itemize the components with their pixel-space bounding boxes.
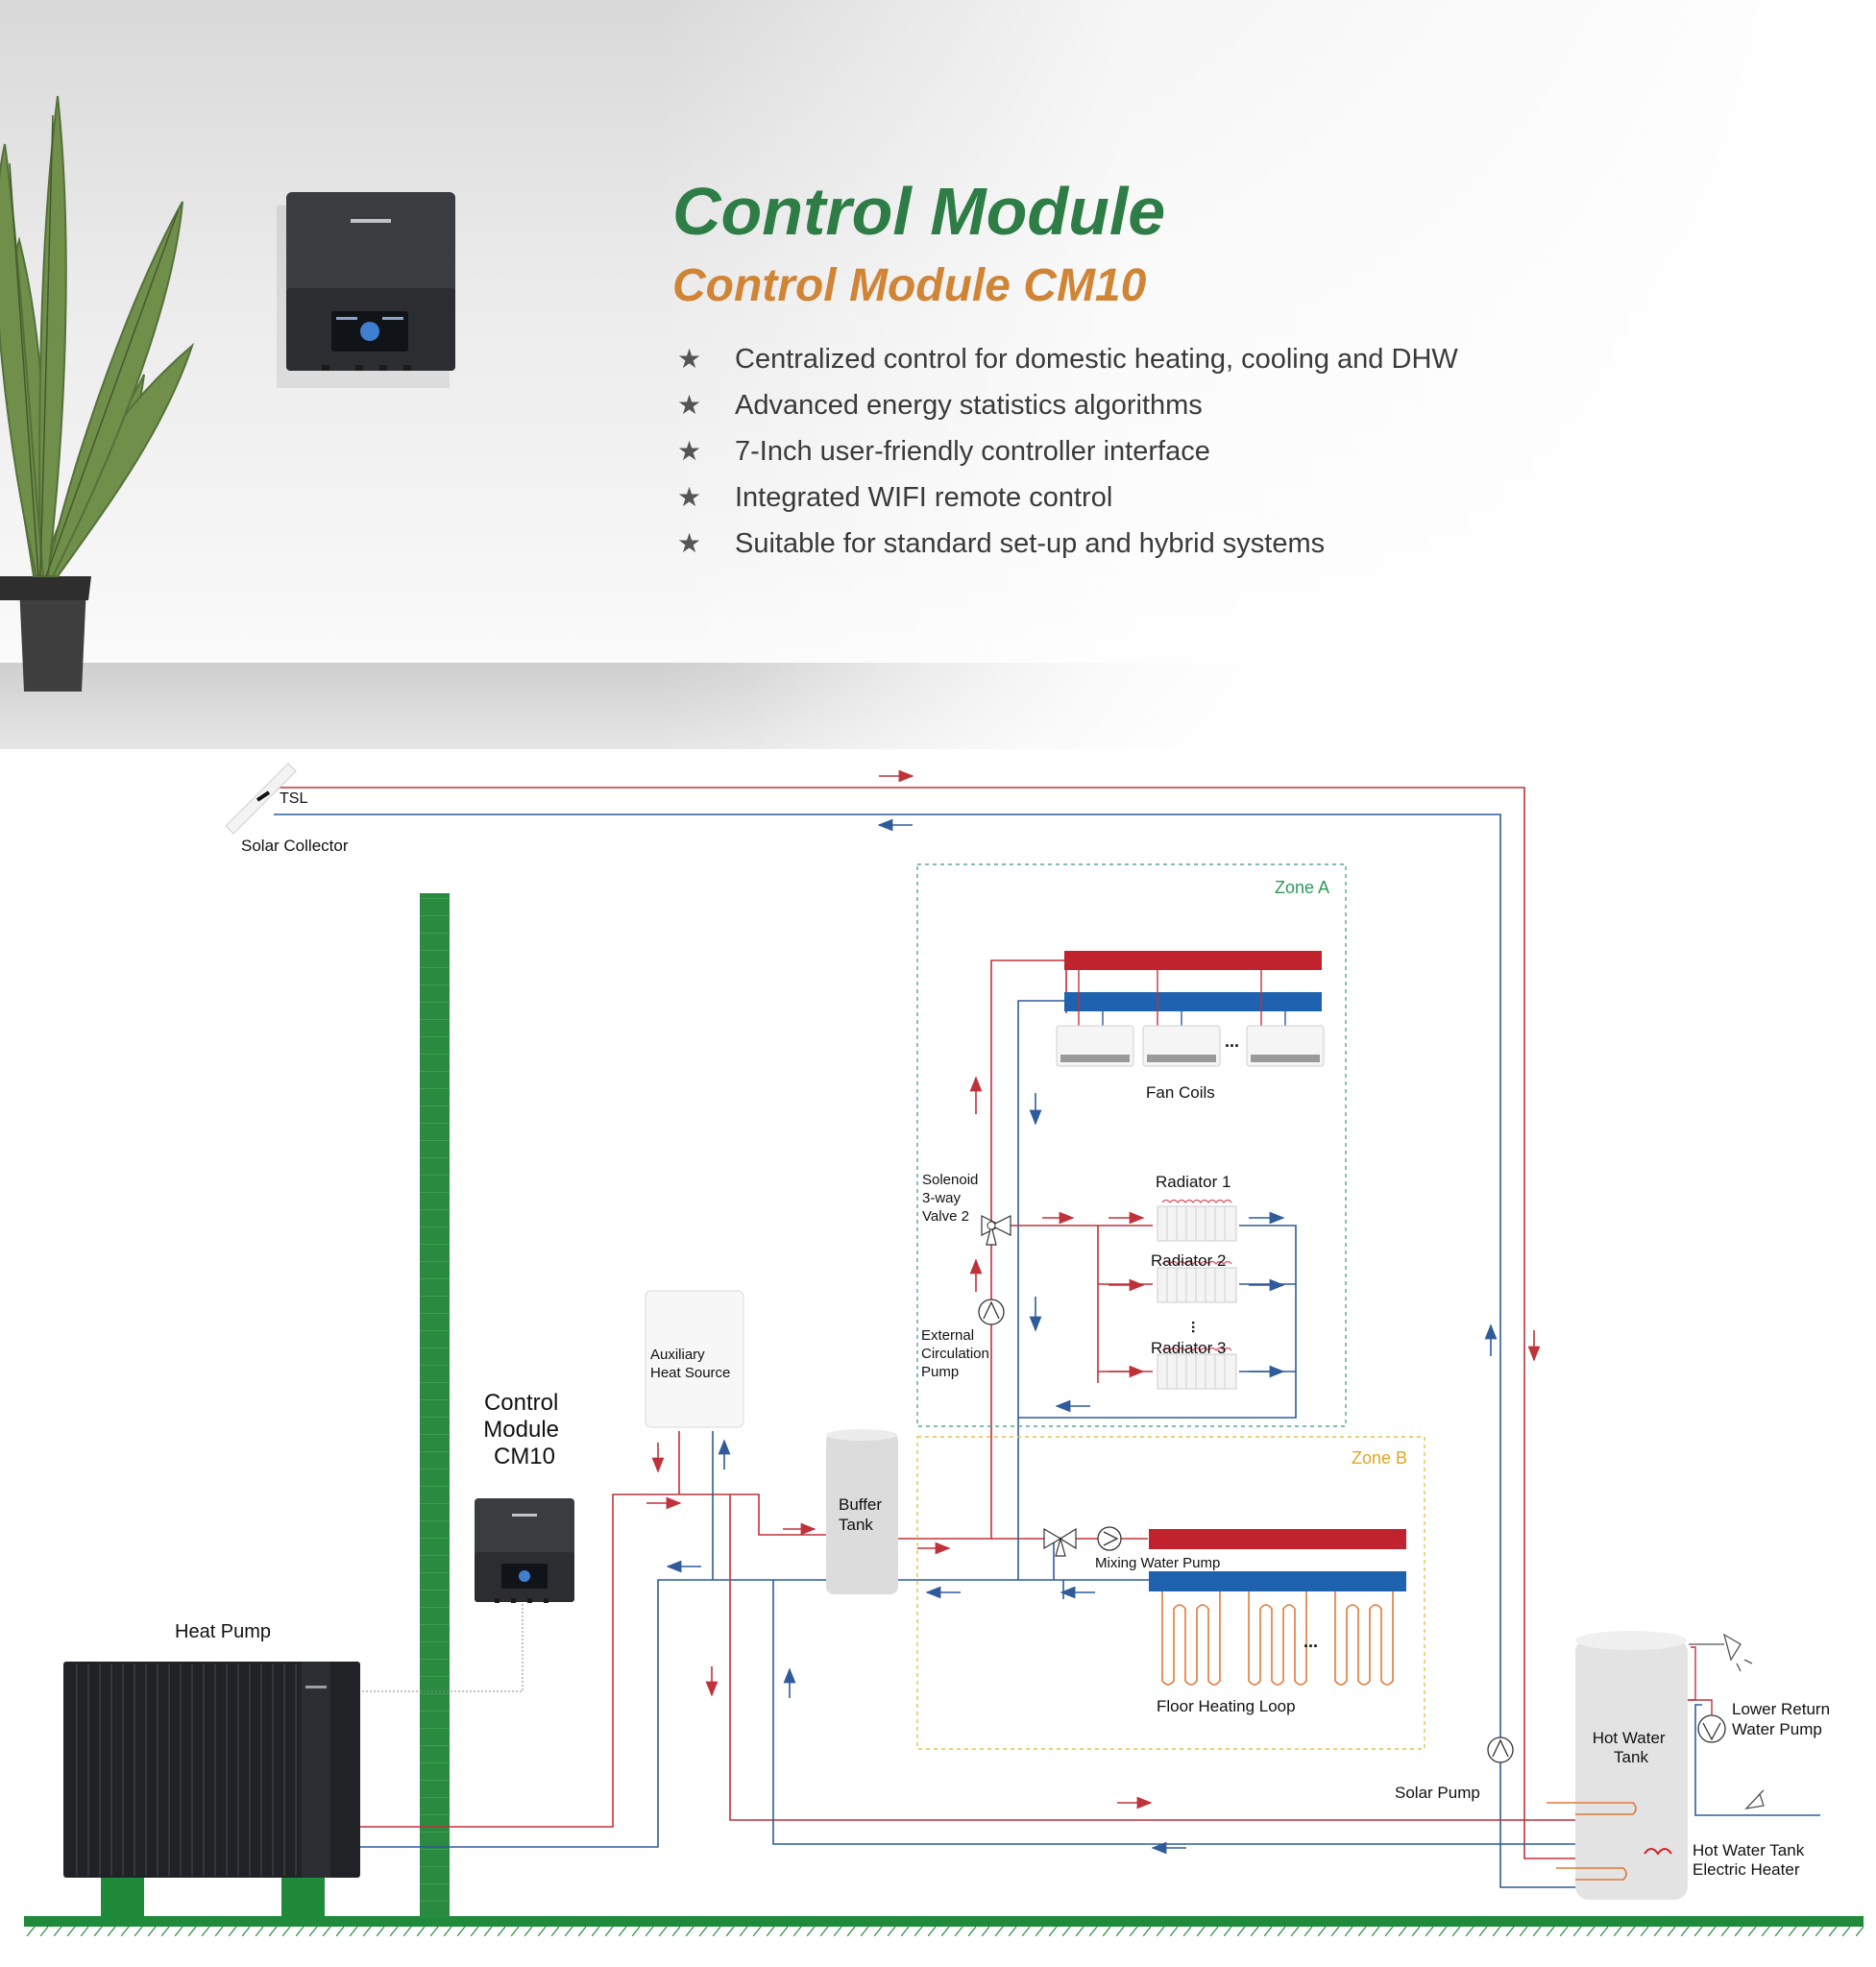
fan-coil-ellipsis: ... (1225, 1032, 1239, 1051)
external-pump-label: External Circulation Pump (921, 1327, 993, 1380)
solar-pump-label: Solar Pump (1395, 1784, 1480, 1802)
feature-list: ★Centralized control for domestic heatin… (677, 336, 1458, 567)
floor-ellipsis: ... (1303, 1632, 1318, 1651)
floor-supply-manifold (1149, 1529, 1406, 1549)
mixing-pump-icon (1097, 1526, 1122, 1551)
fan-coil-unit (1142, 1025, 1221, 1067)
wall (420, 893, 450, 1918)
control-module-device (475, 1498, 574, 1603)
page-subtitle: Control Module CM10 (672, 260, 1147, 311)
electric-heater-icon (1644, 1848, 1672, 1856)
tsl-label: TSL (280, 790, 307, 807)
hot-water-tank-label: Hot Water Tank (1593, 1729, 1670, 1766)
fan-coil-unit (1056, 1025, 1134, 1067)
fan-coil-supply-manifold (1064, 951, 1322, 970)
fan-coil-return-manifold (1064, 992, 1322, 1011)
buffer-tank (826, 1429, 898, 1594)
zone-a-box (916, 863, 1347, 1427)
zone-b-box (916, 1436, 1425, 1750)
star-icon: ★ (677, 482, 702, 512)
radiator-2-label: Radiator 2 (1151, 1251, 1226, 1270)
shower-icon (1689, 1633, 1753, 1672)
radiator-ellipsis: ... (1188, 1321, 1205, 1333)
tap-icon (1744, 1789, 1765, 1809)
star-icon: ★ (677, 436, 702, 466)
ground (24, 1916, 1864, 1938)
auxiliary-heat-label: Auxiliary Heat Source (650, 1347, 730, 1381)
control-module-label: Control Module CM10 (483, 1390, 565, 1469)
fan-coil-unit (1246, 1025, 1325, 1067)
fan-coils-label: Fan Coils (1146, 1083, 1215, 1102)
auxiliary-heat-source (645, 1290, 744, 1428)
solenoid-valve-icon (981, 1215, 1011, 1246)
star-icon: ★ (677, 344, 702, 374)
heat-pump-unit (63, 1662, 360, 1916)
hot-water-tank (1547, 1631, 1688, 1900)
solar-collector-icon (225, 763, 297, 835)
floor-heating-coils (1161, 1591, 1394, 1686)
page-title: Control Module (672, 174, 1166, 249)
radiator-3-label: Radiator 3 (1151, 1339, 1226, 1357)
solar-pump-icon (1487, 1736, 1514, 1763)
feature-item: ★Centralized control for domestic heatin… (677, 336, 1458, 382)
hero-banner: Control Module Control Module CM10 ★Cent… (0, 0, 1876, 749)
radiator-1-label: Radiator 1 (1156, 1173, 1230, 1191)
fan-coil-units (1056, 1025, 1325, 1067)
mixing-pump-label: Mixing Water Pump (1095, 1555, 1220, 1571)
buffer-tank-label: Buffer Tank (839, 1495, 887, 1534)
flow-arrows (646, 769, 1541, 1855)
hero-illustration (0, 95, 455, 692)
feature-item: ★Advanced energy statistics algorithms (677, 382, 1458, 428)
feature-item: ★Suitable for standard set-up and hybrid… (677, 521, 1458, 567)
star-icon: ★ (677, 390, 702, 420)
feature-item: ★7-Inch user-friendly controller interfa… (677, 428, 1458, 474)
floor-heating-label: Floor Heating Loop (1157, 1697, 1296, 1715)
heat-pump-label: Heat Pump (175, 1621, 271, 1642)
mixing-valve-icon (1043, 1527, 1077, 1557)
radiator-1 (1157, 1199, 1237, 1242)
feature-item: ★Integrated WIFI remote control (677, 474, 1458, 521)
external-pump-icon (978, 1299, 1005, 1325)
radiator-2 (1157, 1260, 1237, 1303)
lower-return-pump-label: Lower Return Water Pump (1732, 1700, 1835, 1738)
plant-image (0, 95, 195, 692)
star-icon: ★ (677, 528, 702, 558)
system-diagram: TSL Solar Collector Zone A ... Fan Coils (24, 763, 1864, 1938)
solenoid-valve-label: Solenoid 3-way Valve 2 (922, 1172, 983, 1225)
radiators (1157, 1199, 1237, 1390)
electric-heater-label: Hot Water Tank Electric Heater (1693, 1841, 1809, 1879)
zone-a-label: Zone A (1275, 878, 1329, 897)
floor-return-manifold (1149, 1571, 1406, 1591)
control-module-device-image (277, 192, 455, 388)
zone-b-label: Zone B (1352, 1448, 1407, 1468)
solar-collector-label: Solar Collector (241, 837, 349, 855)
radiator-3 (1157, 1347, 1237, 1390)
lower-return-pump-icon (1688, 1646, 1726, 1743)
